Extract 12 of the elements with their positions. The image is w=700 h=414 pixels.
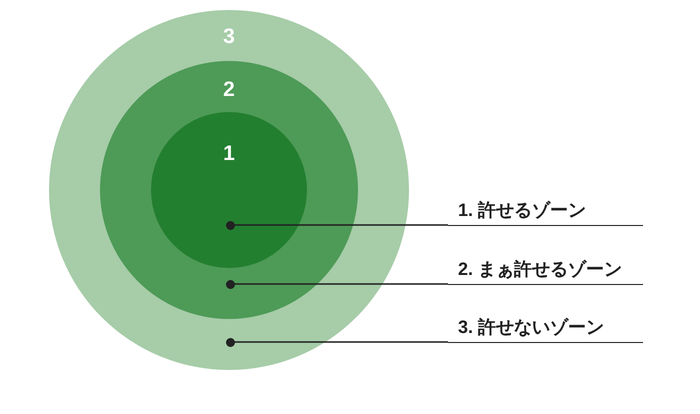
- zone-label: 3. 許せないゾーン: [448, 312, 643, 343]
- zone-number: 1: [223, 142, 235, 166]
- leader-line: [234, 224, 448, 226]
- zone-label: 2. まぁ許せるゾーン: [448, 254, 643, 285]
- zone-label: 1. 許せるゾーン: [448, 196, 643, 226]
- dot-icon: [226, 280, 234, 288]
- zone-number: 2: [223, 78, 235, 102]
- dot-icon: [226, 338, 234, 346]
- dot-icon: [226, 220, 234, 230]
- leader-line: [234, 283, 448, 285]
- zone-number: 3: [223, 25, 235, 49]
- leader-line: [234, 341, 448, 343]
